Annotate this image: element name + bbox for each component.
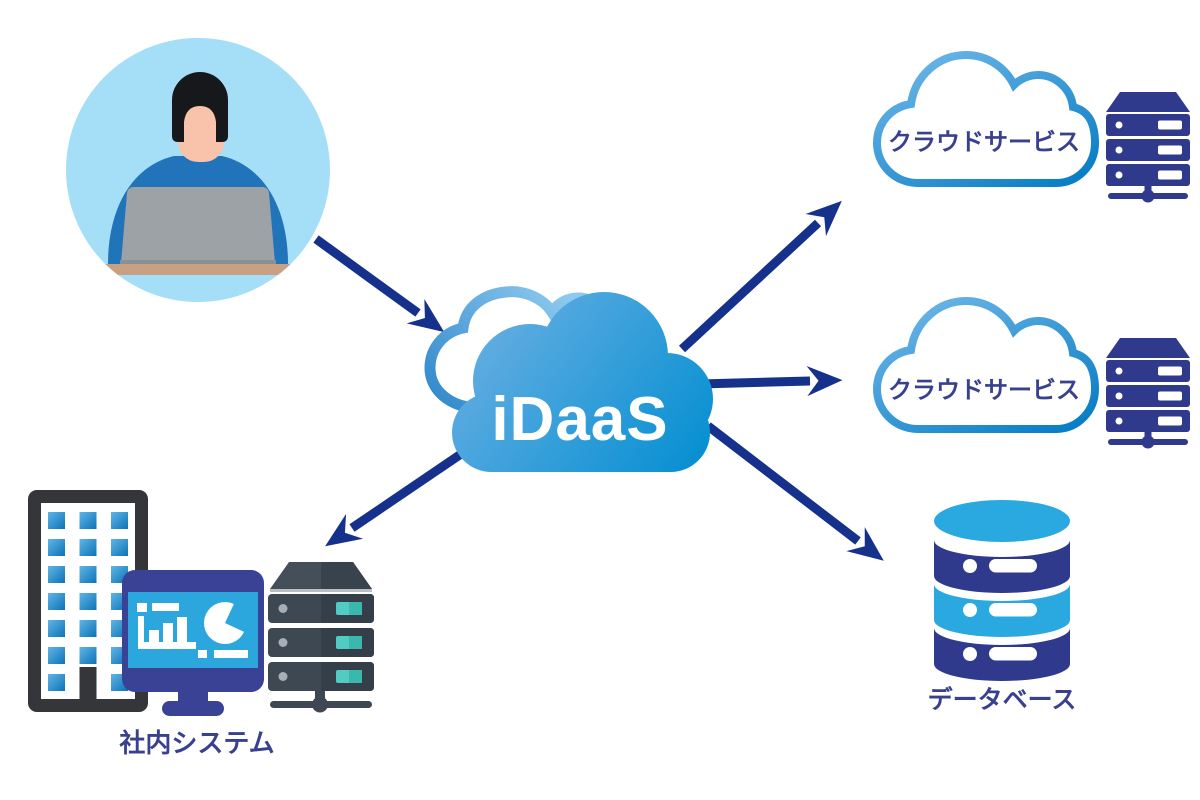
idaas-cloud: iDaaS [424, 286, 713, 472]
arrow-idaas-to-internal-system [325, 448, 467, 547]
cloud-service-2: クラウドサービス [877, 301, 1190, 449]
cloud-service-2-server-icon [1106, 338, 1190, 449]
database-label: データベース [928, 685, 1077, 714]
main-cloud-shape [452, 292, 713, 472]
pie-chart-glyph [203, 602, 244, 645]
dashboard-monitor-icon [122, 570, 264, 716]
internal-system-label: 社内システム [119, 728, 274, 758]
person-hair [172, 72, 228, 142]
server-units [268, 594, 374, 691]
idaas-label: iDaaS [491, 385, 668, 454]
cloud-service-2-label: クラウドサービス [888, 377, 1080, 404]
laptop-icon [120, 187, 276, 267]
desk [76, 264, 322, 275]
arrow-idaas-to-cloud-service-2 [699, 366, 843, 397]
monitor-stand-neck [178, 692, 208, 703]
arrow-idaas-to-cloud-service-1 [678, 200, 842, 353]
cloud-service-1-label: クラウドサービス [888, 129, 1080, 156]
person-at-laptop-icon [76, 72, 322, 275]
internal-server-rack-icon [268, 562, 374, 713]
cloud-service-1: クラウドサービス [877, 55, 1190, 203]
connection-arrows [313, 200, 884, 561]
arrow-user-to-idaas [313, 235, 445, 333]
cloud-service-1-server-icon [1106, 92, 1190, 203]
office-building-icon [28, 490, 148, 712]
cloud-outline-icon [877, 55, 1095, 183]
laptop-bottom-edge [120, 260, 276, 267]
person-face [178, 102, 224, 162]
cloud-outline-icon [877, 301, 1095, 429]
dashboard-glyphs [137, 602, 248, 658]
arrow-idaas-to-database [705, 422, 884, 561]
database-cylinder-icon [934, 500, 1070, 681]
monitor-stand-base [162, 701, 224, 716]
internal-system: 社内システム [28, 490, 374, 758]
database: データベース [928, 500, 1077, 714]
user-avatar [66, 38, 330, 302]
building-door [79, 667, 97, 699]
